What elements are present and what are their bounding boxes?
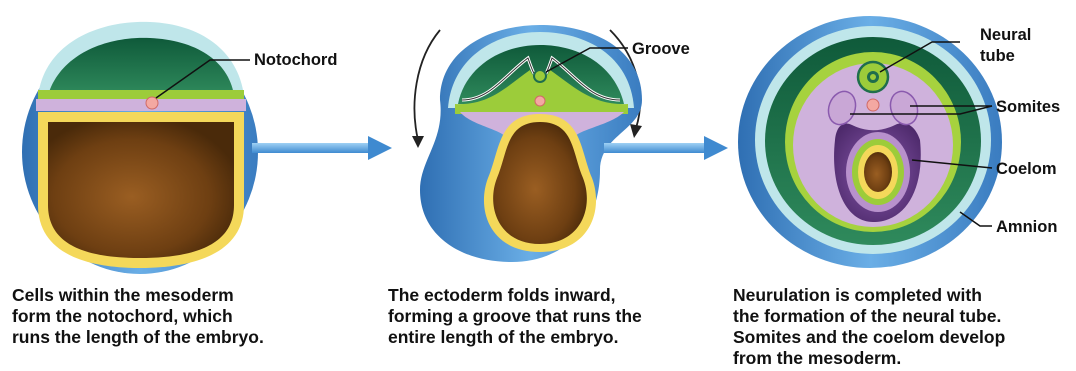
label-somites: Somites xyxy=(996,98,1060,116)
stage3-embryo: Neural tube Somites Coelom Amnion xyxy=(738,16,1060,268)
label-amnion: Amnion xyxy=(996,218,1057,236)
label-coelom: Coelom xyxy=(996,160,1057,178)
stage2-groove xyxy=(534,70,546,82)
label-neural-tube-line2: tube xyxy=(980,47,1015,65)
stage3-notochord xyxy=(867,99,879,111)
caption-stage2: The ectoderm folds inward, forming a gro… xyxy=(388,285,718,348)
caption-stage3: Neurulation is completed with the format… xyxy=(733,285,1073,369)
stage1-notochord xyxy=(146,97,158,109)
stage2-notochord xyxy=(535,96,545,106)
arrow-stage1-to-stage2 xyxy=(252,136,392,160)
arrow-stage2-to-stage3 xyxy=(604,136,728,160)
label-notochord: Notochord xyxy=(254,51,337,69)
stage2-rotation-arrow-left xyxy=(414,30,440,140)
stage3-yolk xyxy=(864,152,892,192)
label-neural-tube-line1: Neural xyxy=(980,26,1031,44)
caption-stage1: Cells within the mesoderm form the notoc… xyxy=(12,285,352,348)
stage1-yolk xyxy=(48,122,234,258)
label-groove: Groove xyxy=(632,40,690,58)
stage1-light-green-band xyxy=(38,90,244,100)
stage1-mesoderm xyxy=(36,99,246,111)
